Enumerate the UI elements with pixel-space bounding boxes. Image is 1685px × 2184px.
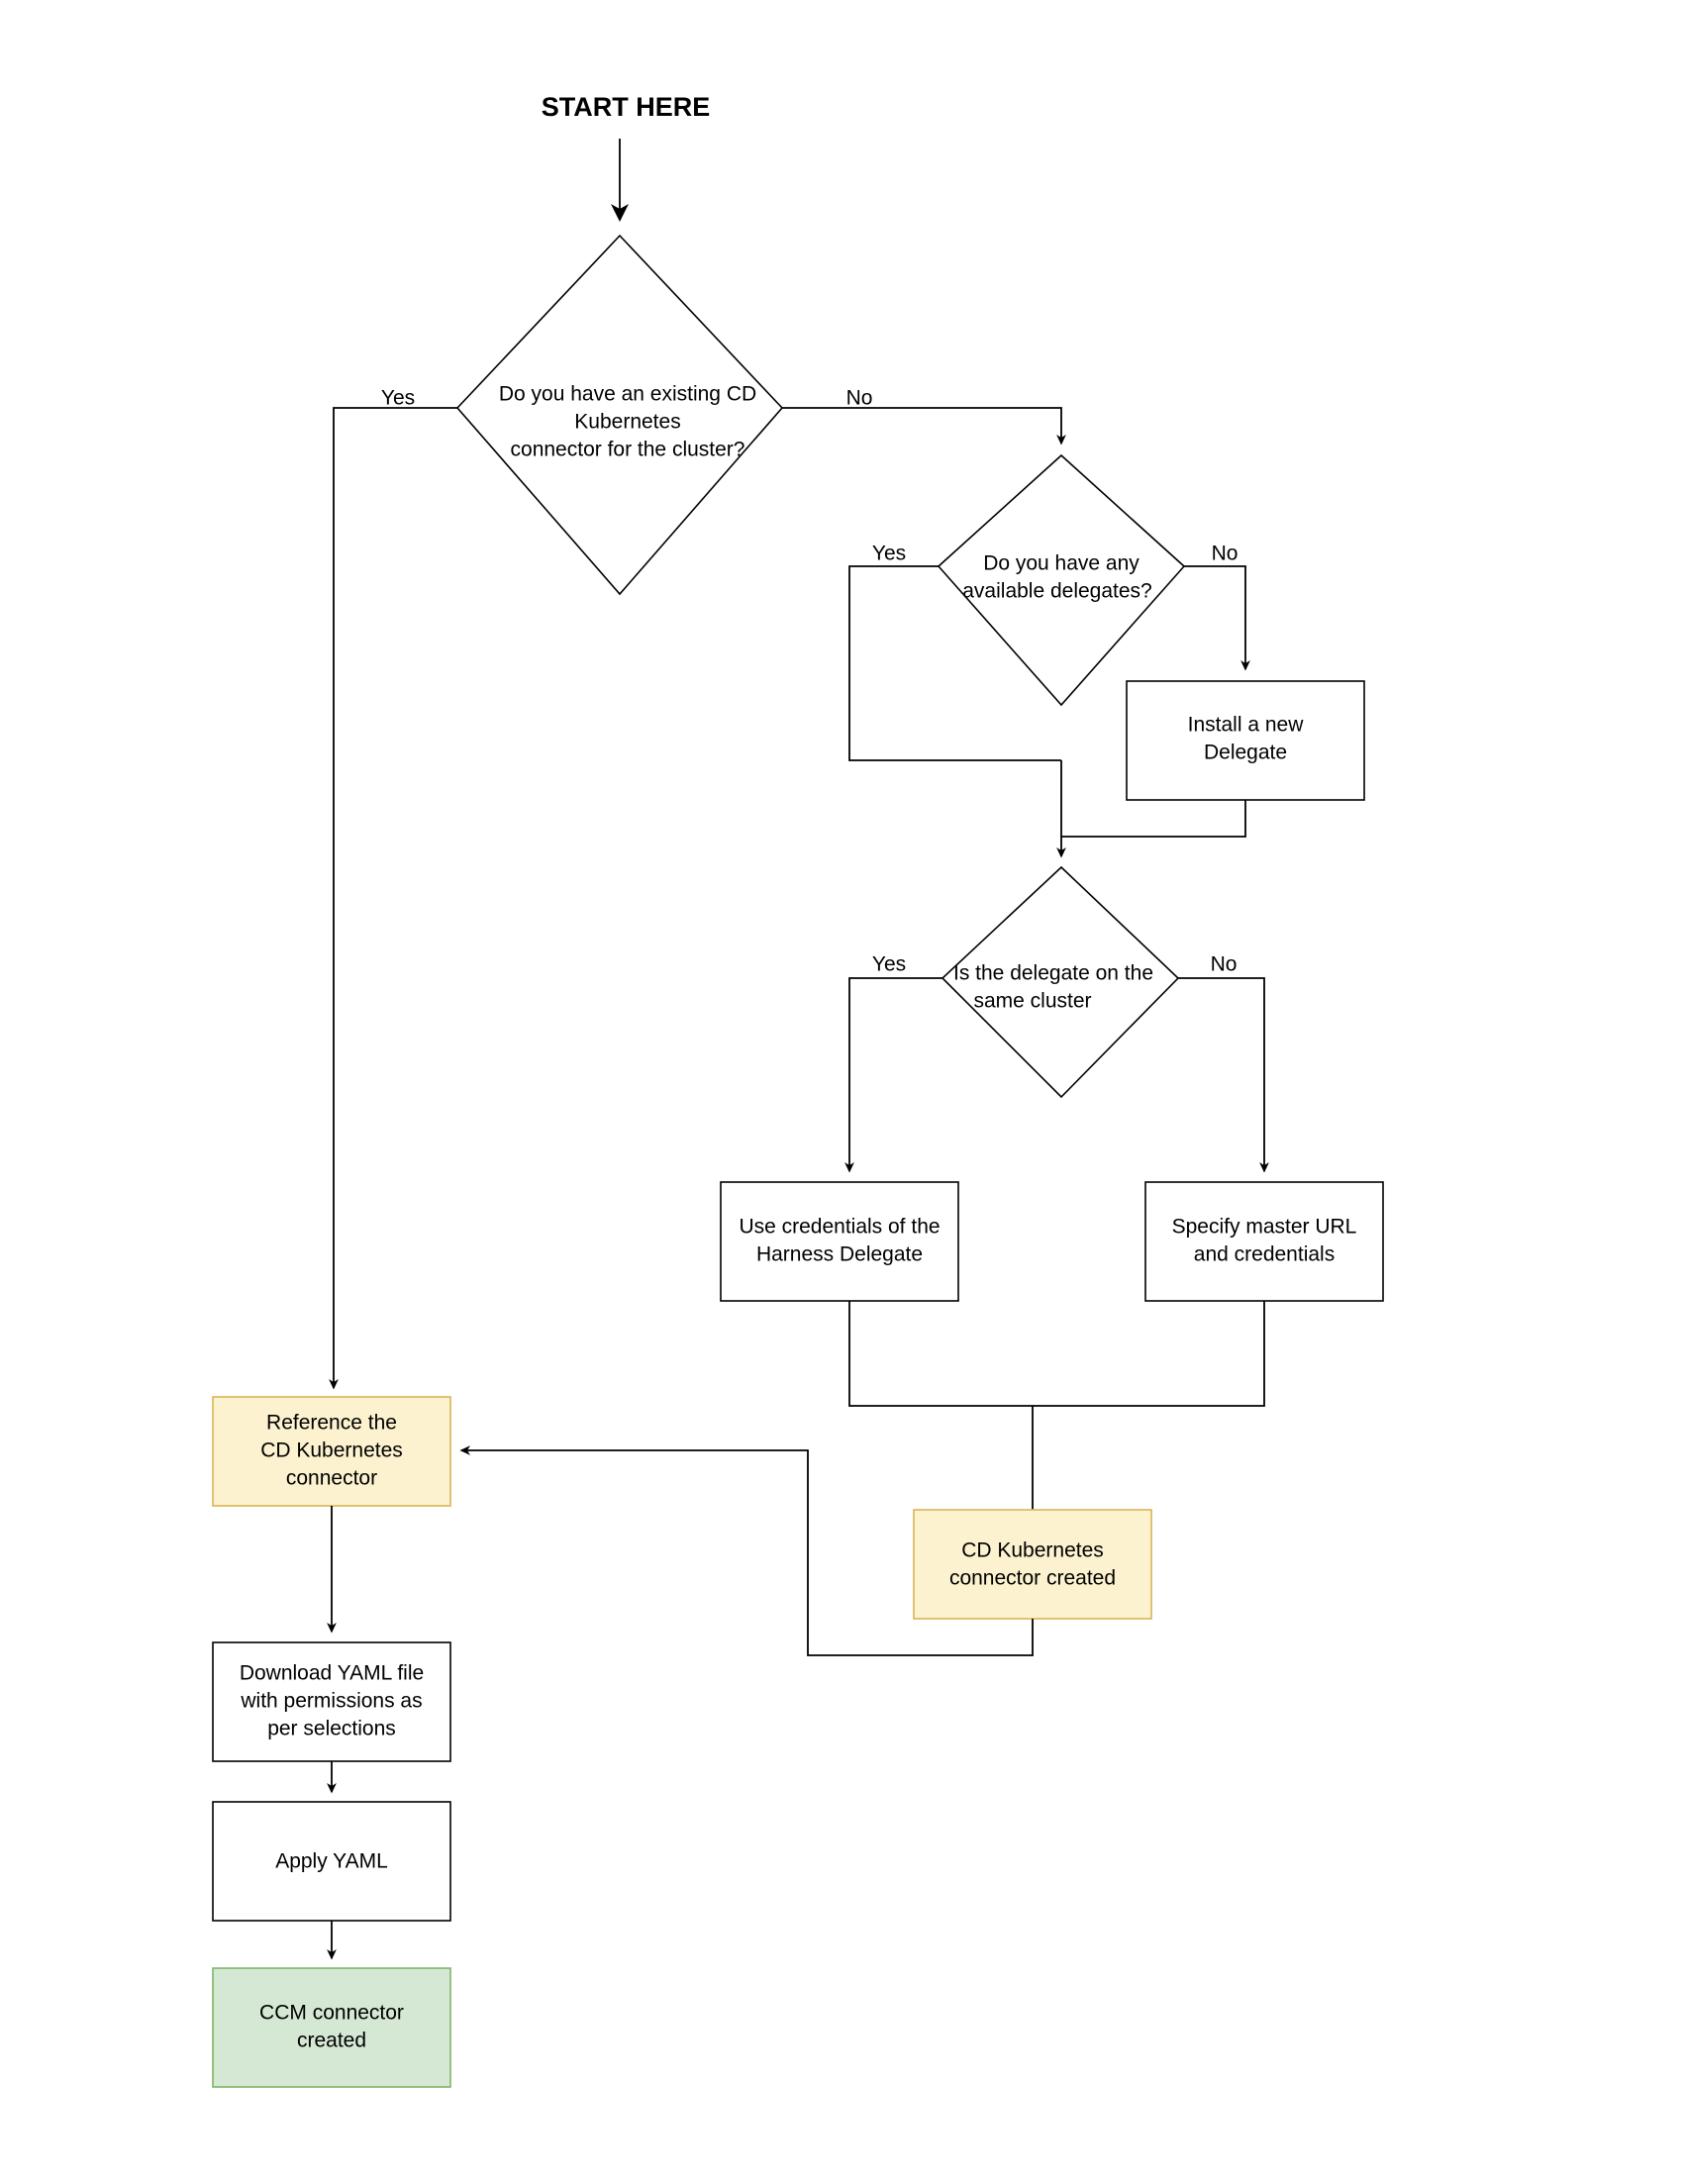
- edge-d2-no: [1184, 565, 1250, 671]
- decision-existing-cd-connector: [455, 234, 784, 596]
- edge-label-d1-no: No: [846, 387, 873, 410]
- process-apply-yaml-line-1: Apply YAML: [275, 1850, 388, 1873]
- process-cd-kubernetes-connector-created: [913, 1509, 1152, 1620]
- process-use-harness-delegate-credentials-line-1: Use credentials of the: [739, 1216, 940, 1239]
- process-ccm-connector-created-line-1: CCM connector: [259, 2002, 404, 2025]
- start-here-label: START HERE: [542, 92, 711, 122]
- process-use-harness-delegate-credentials-line-2: Harness Delegate: [756, 1243, 923, 1266]
- edge-d3-yes: [844, 977, 942, 1173]
- process-download-yaml-line-2: with permissions as: [240, 1690, 422, 1713]
- process-install-new-delegate-line-2: Delegate: [1204, 742, 1287, 764]
- process-download-yaml: [212, 1641, 451, 1762]
- decision-available-delegates-line-1: Do you have any: [983, 552, 1140, 575]
- decision-available-delegates-line-2: available delegates?: [962, 580, 1151, 603]
- edge-install-to-merge: [1061, 800, 1246, 838]
- process-cd-kubernetes-connector-created-line-1: CD Kubernetes: [961, 1539, 1104, 1562]
- decision-existing-cd-connector-line-1: Do you have an existing CD: [499, 383, 756, 406]
- decision-delegate-same-cluster-line-1: Is the delegate on the: [953, 962, 1153, 985]
- decision-existing-cd-connector-line-3: connector for the cluster?: [511, 439, 745, 461]
- edge-cd-created-to-reference: [459, 1445, 1034, 1656]
- edge-label-d3-no: No: [1211, 953, 1238, 976]
- edge-d1-no: [782, 407, 1066, 446]
- edge-label-d2-yes: Yes: [872, 543, 906, 565]
- edge-label-d3-yes: Yes: [872, 953, 906, 976]
- process-reference-cd-kubernetes-connector-line-1: Reference the: [266, 1412, 397, 1435]
- process-use-harness-delegate-credentials: [720, 1181, 959, 1302]
- edge-d3-no: [1178, 977, 1269, 1173]
- edge-creds-merge: [848, 1301, 1265, 1407]
- process-reference-cd-kubernetes-connector-line-3: connector: [286, 1467, 377, 1490]
- process-reference-cd-kubernetes-connector: [212, 1396, 451, 1507]
- decision-available-delegates: [937, 453, 1186, 707]
- edge-d1-yes: [329, 407, 457, 1390]
- process-specify-master-url-line-2: and credentials: [1194, 1243, 1335, 1266]
- edge-d2-yes: [848, 565, 1061, 761]
- process-install-new-delegate-line-1: Install a new: [1188, 714, 1305, 737]
- process-specify-master-url: [1144, 1181, 1384, 1302]
- edge-label-d1-yes: Yes: [381, 387, 415, 410]
- process-reference-cd-kubernetes-connector-line-2: CD Kubernetes: [260, 1439, 403, 1462]
- decision-delegate-same-cluster-line-2: same cluster: [973, 990, 1091, 1013]
- process-ccm-connector-created: [212, 1967, 451, 2088]
- decision-delegate-same-cluster: [941, 865, 1180, 1099]
- decision-existing-cd-connector-line-2: Kubernetes: [574, 411, 680, 434]
- process-ccm-connector-created-line-2: created: [297, 2030, 366, 2052]
- process-specify-master-url-line-1: Specify master URL: [1172, 1216, 1357, 1239]
- edge-label-d2-no: No: [1212, 543, 1239, 565]
- process-download-yaml-line-1: Download YAML file: [240, 1662, 424, 1685]
- process-download-yaml-line-3: per selections: [267, 1718, 396, 1740]
- process-cd-kubernetes-connector-created-line-2: connector created: [949, 1567, 1116, 1590]
